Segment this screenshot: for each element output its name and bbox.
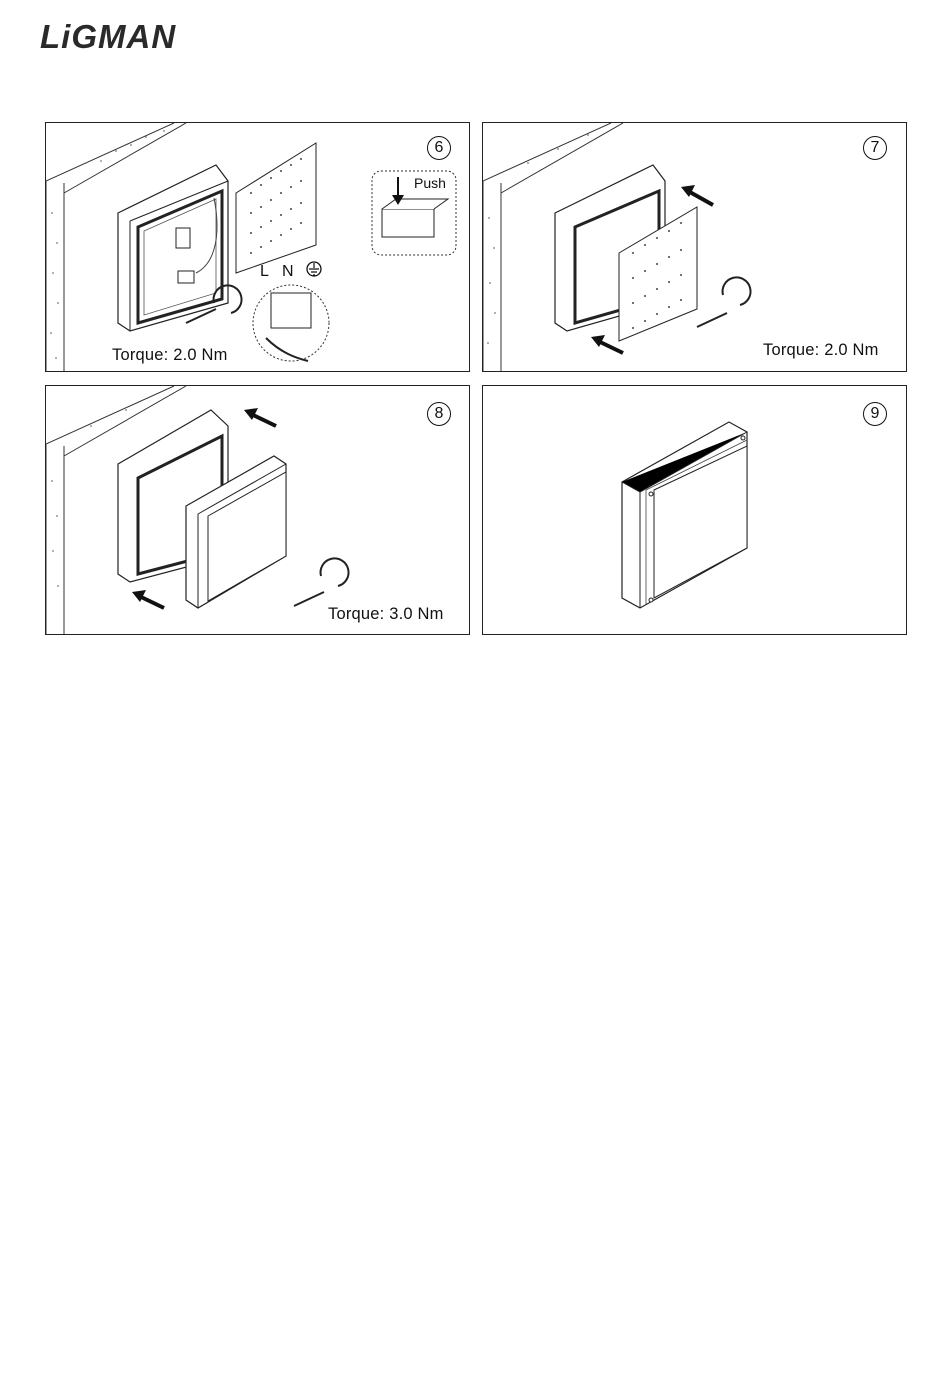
step-number-6: 6	[427, 136, 451, 160]
wire-label-l: L	[260, 263, 269, 281]
step-7-illustration	[483, 123, 906, 371]
torque-label: Torque: 3.0 Nm	[328, 605, 444, 624]
step-number-9: 9	[863, 402, 887, 426]
step-8-illustration	[46, 386, 469, 634]
ligman-logo: LiGMAN	[38, 18, 228, 52]
torque-label: Torque: 2.0 Nm	[112, 346, 228, 365]
push-label: Push	[414, 175, 446, 191]
step-6-panel: 6 Push L N Torque: 2.0 Nm	[45, 122, 470, 372]
step-number-7: 7	[863, 136, 887, 160]
wire-label-n: N	[282, 263, 294, 281]
logo-text: LiGMAN	[40, 18, 176, 52]
step-number-8: 8	[427, 402, 451, 426]
torque-label: Torque: 2.0 Nm	[763, 341, 879, 360]
step-9-illustration	[483, 386, 906, 634]
step-9-panel: 9	[482, 385, 907, 635]
step-8-panel: 8 Torque: 3.0 Nm	[45, 385, 470, 635]
step-6-illustration	[46, 123, 469, 371]
step-7-panel: 7 Torque: 2.0 Nm	[482, 122, 907, 372]
